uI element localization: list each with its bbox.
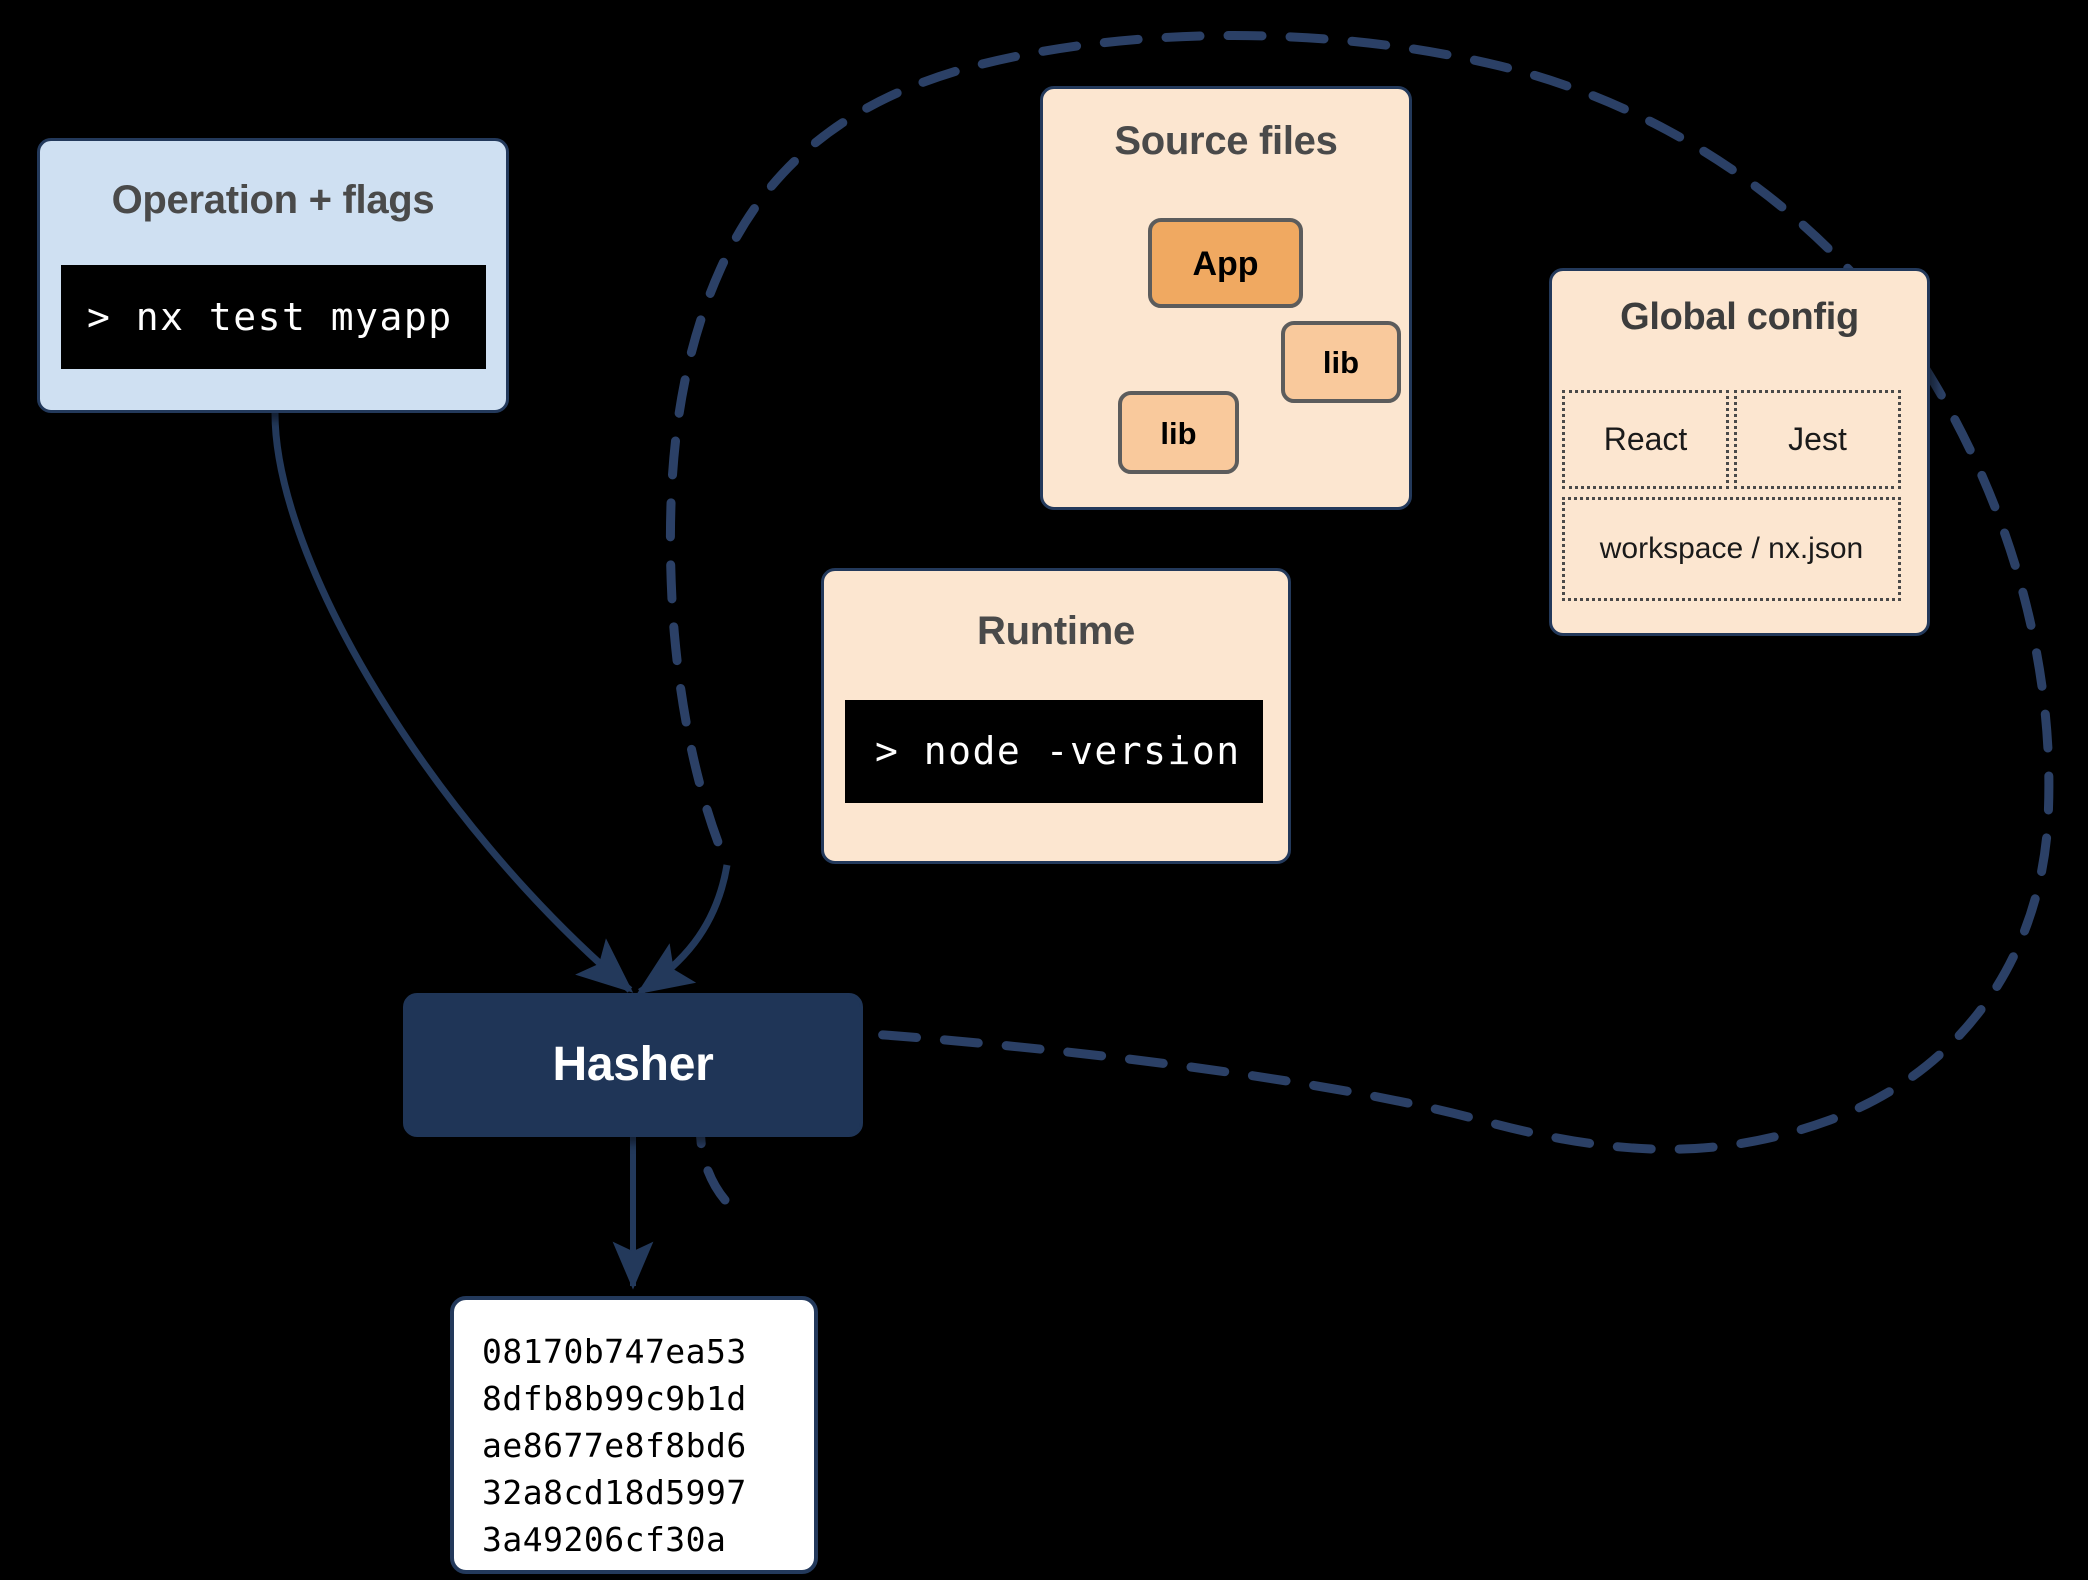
global-config-title: Global config: [1620, 296, 1859, 338]
hasher-node: Hasher: [403, 993, 863, 1137]
runtime-title: Runtime: [977, 609, 1135, 653]
global-config-cell-react: React: [1562, 390, 1729, 489]
dashed-cloud-outline: [665, 31, 2054, 1205]
source-node-app: App: [1148, 218, 1303, 308]
edge-operation-to-hasher: [271, 412, 634, 993]
operation-command-terminal: > nx test myapp: [61, 265, 486, 369]
hash-output-text: 08170b747ea53 8dfb8b99c9b1d ae8677e8f8bd…: [482, 1332, 747, 1559]
source-node-lib-right: lib: [1281, 321, 1401, 403]
hash-output-panel: 08170b747ea53 8dfb8b99c9b1d ae8677e8f8bd…: [450, 1296, 818, 1574]
global-config-panel: Global config: [1549, 268, 1930, 636]
operation-flags-panel: Operation + flags > nx test myapp: [37, 138, 509, 413]
runtime-command-terminal: > node -version: [845, 700, 1263, 803]
edge-cloud-to-hasher: [636, 864, 731, 995]
runtime-panel: Runtime > node -version: [821, 568, 1291, 864]
global-config-cell-workspace: workspace / nx.json: [1562, 497, 1901, 601]
hasher-label: Hasher: [552, 1038, 714, 1091]
source-files-title: Source files: [1114, 119, 1338, 163]
operation-flags-title: Operation + flags: [111, 178, 435, 222]
source-files-panel: Source files: [1040, 86, 1412, 510]
source-node-lib-left: lib: [1118, 391, 1239, 474]
global-config-cell-jest: Jest: [1734, 390, 1901, 489]
